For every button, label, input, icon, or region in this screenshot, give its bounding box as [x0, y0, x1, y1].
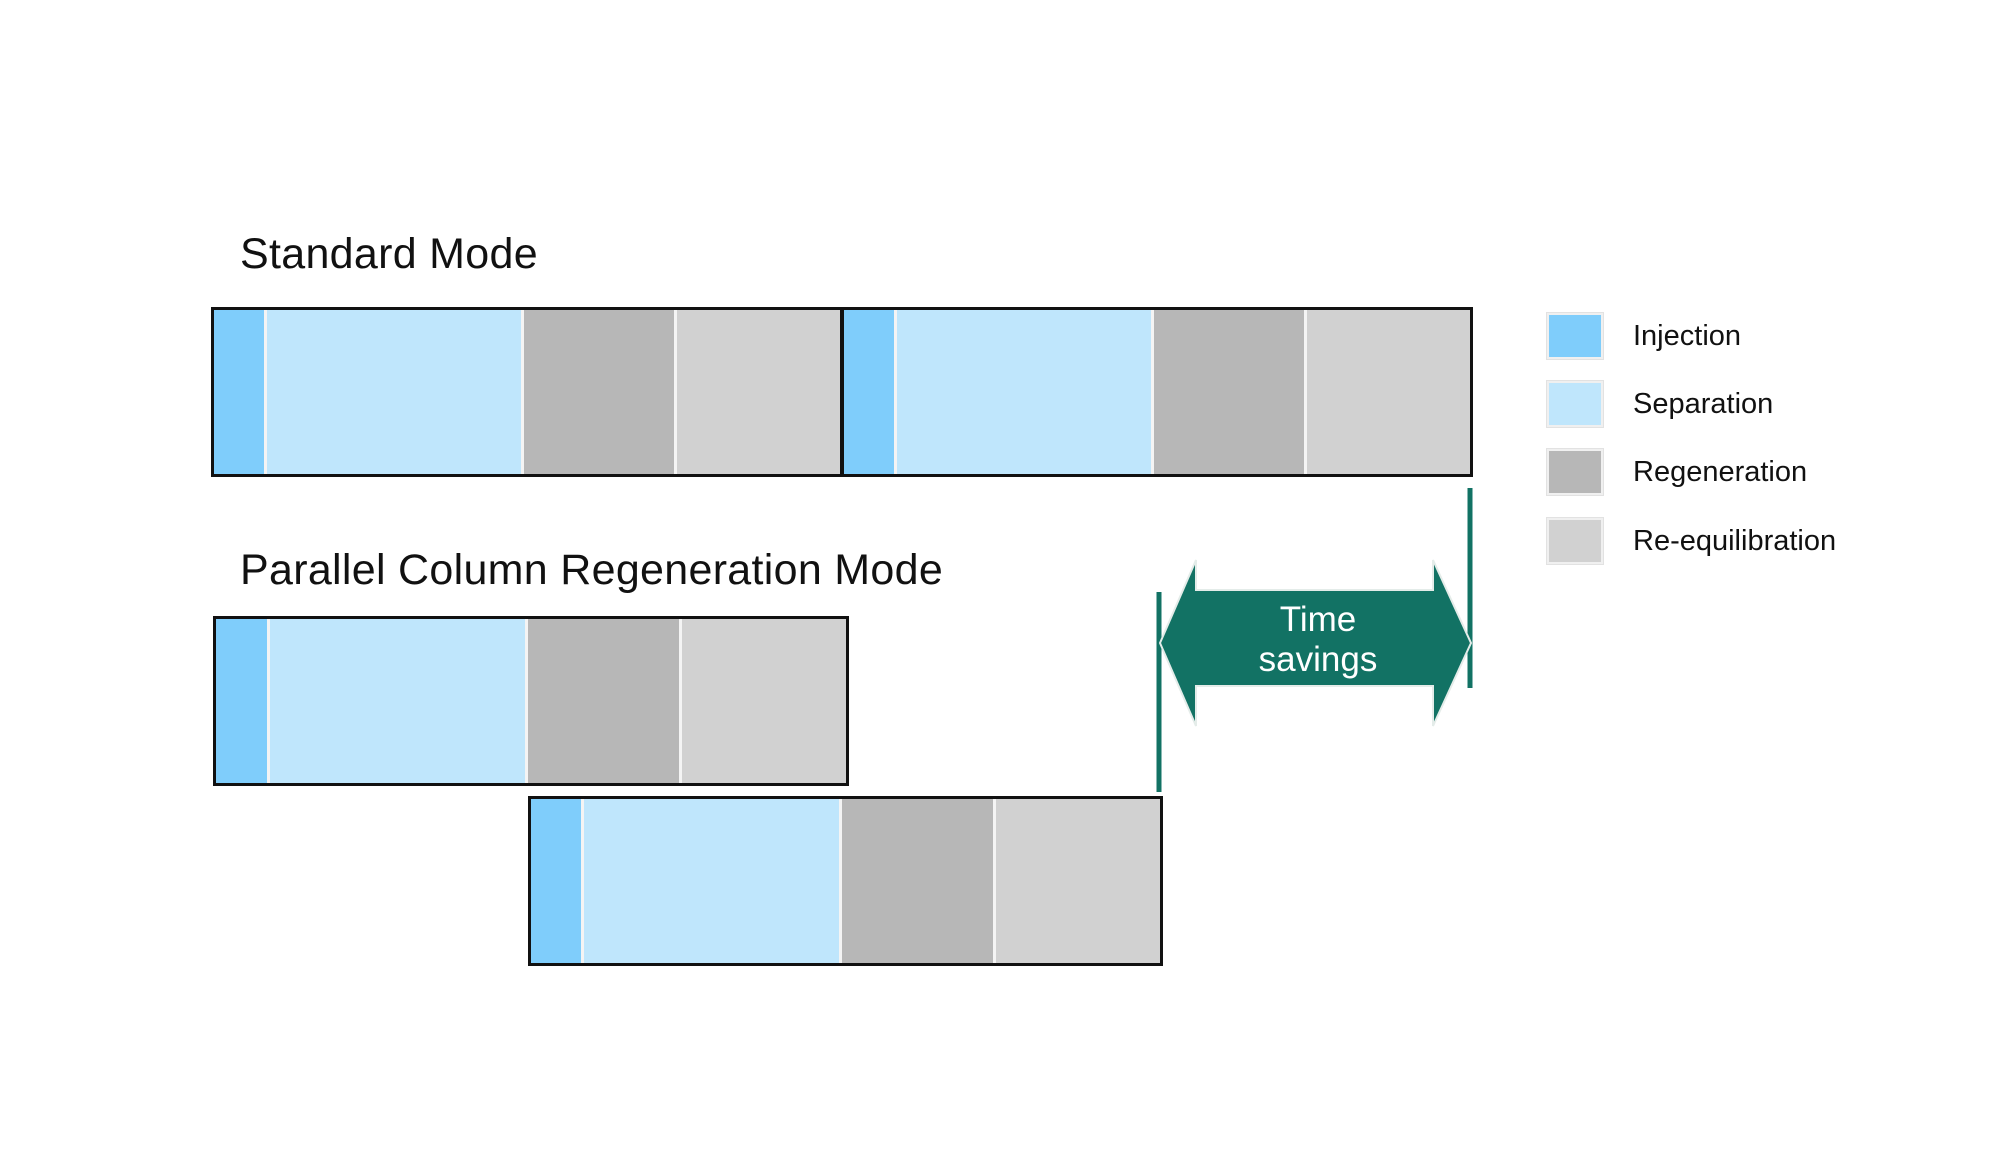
separation-segment — [584, 799, 843, 963]
reequilibration-segment — [996, 799, 1160, 963]
legend-swatch-reequilibration — [1547, 518, 1603, 564]
time-savings-line1: Time — [1279, 600, 1357, 639]
regeneration-segment — [1153, 310, 1308, 474]
legend-item-regeneration: Regeneration — [1547, 449, 1807, 495]
legend-swatch-injection — [1547, 313, 1603, 359]
standard-run-1 — [211, 307, 843, 477]
regeneration-segment — [842, 799, 997, 963]
legend-item-reequilibration: Re-equilibration — [1547, 518, 1836, 564]
legend-swatch-regeneration — [1547, 449, 1603, 495]
separation-segment — [267, 310, 524, 474]
separation-segment — [269, 619, 528, 783]
injection-segment — [531, 799, 585, 963]
parallel-run-2 — [528, 796, 1163, 966]
separation-segment — [897, 310, 1154, 474]
parallel-run-1 — [213, 616, 849, 786]
injection-segment — [214, 310, 268, 474]
injection-segment — [844, 310, 898, 474]
regeneration-segment — [523, 310, 678, 474]
legend-item-injection: Injection — [1547, 313, 1741, 359]
legend-label-regeneration: Regeneration — [1633, 455, 1808, 488]
legend-item-separation: Separation — [1547, 381, 1773, 427]
standard-run-2 — [841, 307, 1473, 477]
time-savings-line2: savings — [1258, 640, 1378, 679]
injection-segment — [216, 619, 270, 783]
parallel-mode-title: Parallel Column Regeneration Mode — [240, 546, 944, 594]
standard-mode-title: Standard Mode — [240, 230, 538, 278]
reequilibration-segment — [677, 310, 840, 474]
legend-label-injection: Injection — [1633, 319, 1742, 352]
legend-swatch-separation — [1547, 381, 1603, 427]
reequilibration-segment — [682, 619, 846, 783]
reequilibration-segment — [1307, 310, 1470, 474]
time-savings-label: Time savings — [1188, 600, 1448, 680]
regeneration-segment — [527, 619, 683, 783]
legend-label-separation: Separation — [1633, 387, 1774, 420]
legend-label-reequilibration: Re-equilibration — [1633, 524, 1837, 557]
